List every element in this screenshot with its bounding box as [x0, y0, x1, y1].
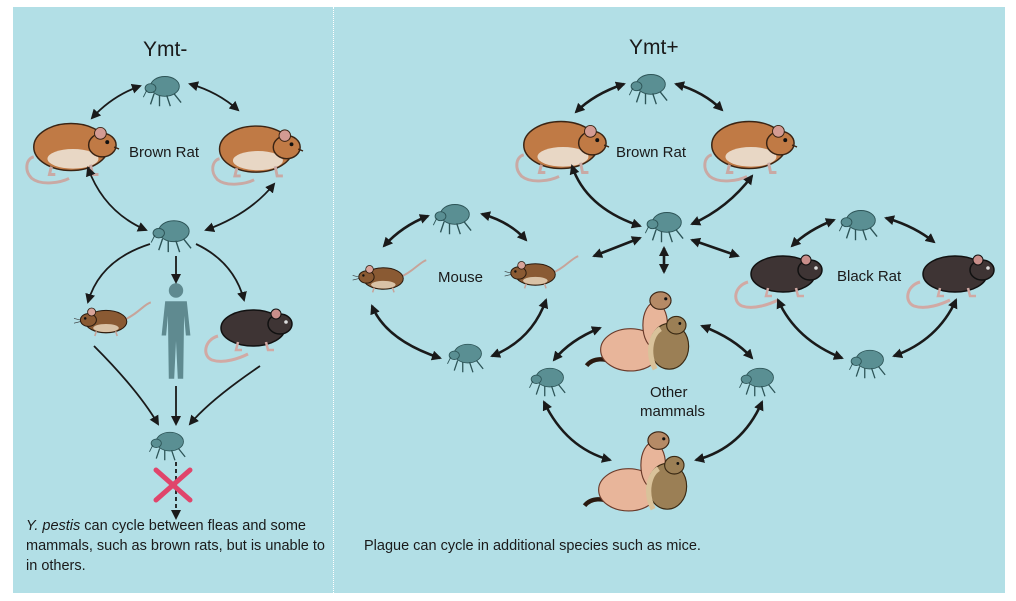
left-caption: Y. pestis can cycle between fleas and so… — [26, 516, 326, 576]
mouse-top-flea-icon — [433, 205, 471, 235]
mammals-left-flea-icon — [529, 368, 565, 396]
right-top-flea-icon — [629, 75, 667, 105]
mouse-2-icon — [505, 256, 579, 288]
blocked-cross-icon — [156, 470, 190, 500]
left-human-icon — [162, 283, 191, 378]
other-mammals-label-line1: Other — [650, 384, 688, 401]
mouse-bottom-flea-icon — [447, 344, 483, 372]
other-mammals-2-icon — [585, 432, 687, 511]
right-center-flea-icon — [645, 213, 683, 243]
black-rat-label: Black Rat — [837, 268, 901, 285]
left-mouse-icon — [74, 302, 151, 336]
right-caption: Plague can cycle in additional species s… — [364, 536, 701, 556]
left-center-flea-icon — [151, 221, 191, 252]
right-panel — [353, 75, 994, 511]
black-rat-1-icon — [736, 255, 822, 307]
left-title: Ymt- — [143, 38, 187, 62]
right-brown-rat-1-icon — [517, 122, 609, 181]
left-brown-rat-label: Brown Rat — [129, 144, 199, 161]
left-brown-rat-2-icon — [213, 126, 303, 184]
left-caption-species: Y. pestis — [26, 518, 80, 534]
other-mammals-label-line2: mammals — [640, 403, 705, 420]
mouse-label: Mouse — [438, 269, 483, 286]
left-brown-rat-1-icon — [27, 124, 119, 183]
mammals-right-flea-icon — [739, 368, 775, 396]
blackrat-bottom-flea-icon — [849, 350, 885, 378]
mouse-1-icon — [353, 260, 427, 292]
left-top-flea-icon — [143, 77, 181, 107]
other-mammals-1-icon — [587, 292, 689, 371]
left-panel — [27, 77, 303, 519]
right-brown-rat-label: Brown Rat — [616, 144, 686, 161]
right-title: Ymt+ — [629, 36, 679, 60]
black-rat-2-icon — [908, 255, 994, 307]
right-brown-rat-2-icon — [705, 122, 797, 181]
blackrat-top-flea-icon — [839, 211, 877, 241]
left-black-rat-icon — [206, 309, 292, 361]
left-bottom-flea-icon — [149, 432, 185, 460]
